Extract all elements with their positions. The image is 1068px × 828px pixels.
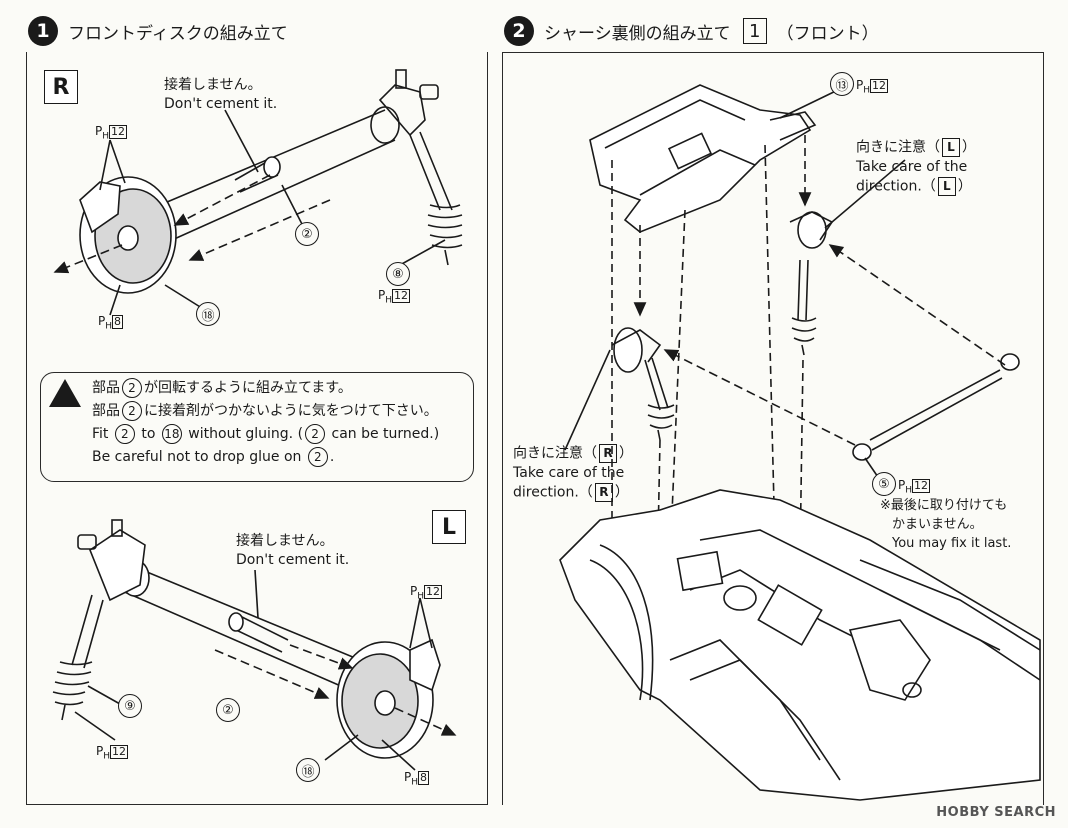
step-suffix: （フロント） xyxy=(776,23,879,44)
direction-note-r: 向きに注意（R） Take care of the direction.（R） xyxy=(513,444,633,502)
direction-note-l: 向きに注意（L） Take care of the direction.（L） xyxy=(856,138,976,196)
watermark: HOBBY SEARCH xyxy=(936,805,1056,820)
caution-line-3: Fit 2 to 18 without gluing. (2 can be tu… xyxy=(92,424,440,444)
step-number: 1 xyxy=(28,16,58,46)
no-cement-jp: 接着しません。 xyxy=(164,77,262,93)
side-badge-r: R xyxy=(44,70,78,104)
fix-last-note: ※最後に取り付けても かまいません。 You may fix it last. xyxy=(880,498,1012,551)
part-number-13: ⑬ xyxy=(830,72,854,96)
left-panel xyxy=(26,52,488,805)
warning-icon xyxy=(49,379,81,407)
part-number-9: ⑨ xyxy=(118,694,142,718)
step-2-header: 2 シャーシ裏側の組み立て 1 （フロント） xyxy=(504,16,879,46)
part-number-2: ② xyxy=(295,222,319,246)
step-1-header: 1 フロントディスクの組み立て xyxy=(28,16,288,46)
part-number-8: ⑧ xyxy=(386,262,410,286)
no-cement-note-r: 接着しません。 Don't cement it. xyxy=(164,76,277,114)
part-number-18: ⑱ xyxy=(196,302,220,326)
part-number-5: ⑤ xyxy=(872,472,896,496)
part-number-18-l: ⑱ xyxy=(296,758,320,782)
caution-line-4: Be careful not to drop glue on 2. xyxy=(92,447,335,467)
part-number-2-l: ② xyxy=(216,698,240,722)
no-cement-jp: 接着しません。 xyxy=(236,533,334,549)
no-cement-note-l: 接着しません。 Don't cement it. xyxy=(236,532,349,570)
step-box-number: 1 xyxy=(742,18,767,44)
step-title: シャーシ裏側の組み立て xyxy=(544,23,731,44)
no-cement-en: Don't cement it. xyxy=(236,552,350,568)
step-title: フロントディスクの組み立て xyxy=(68,23,288,44)
step-number: 2 xyxy=(504,16,534,46)
no-cement-en: Don't cement it. xyxy=(164,96,278,112)
side-badge-l: L xyxy=(432,510,466,544)
right-panel xyxy=(502,52,1044,805)
